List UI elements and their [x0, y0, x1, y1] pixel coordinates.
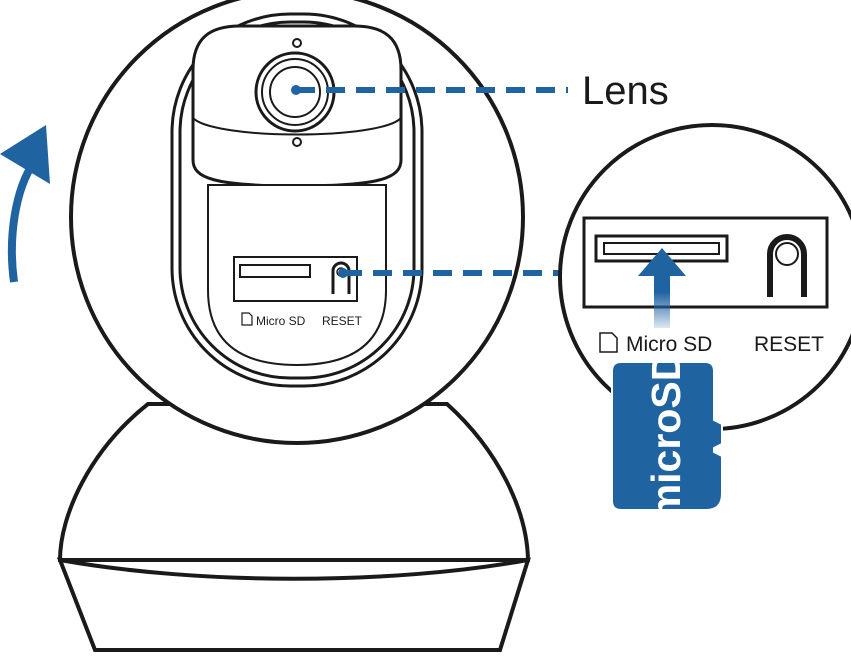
camera-head: Micro SD RESET — [69, 0, 525, 445]
microsd-card-text: microSD — [643, 352, 689, 521]
lens-label: Lens — [582, 69, 669, 113]
camera-base — [56, 402, 531, 652]
reset-callout — [338, 268, 572, 278]
zoom-detail: Micro SD RESET — [558, 123, 851, 431]
reset-label-small: RESET — [322, 314, 363, 328]
port-panel-small — [233, 256, 358, 302]
micro-sd-label-small: Micro SD — [256, 314, 306, 328]
reset-label-zoom: RESET — [754, 333, 824, 356]
lens-callout: Lens — [291, 69, 669, 113]
microsd-card: microSD — [611, 352, 723, 521]
micro-sd-label-zoom: Micro SD — [626, 333, 712, 356]
reset-button-zoom — [767, 234, 807, 297]
sd-card-icon — [599, 332, 618, 353]
sd-card-icon — [241, 312, 253, 326]
rotate-arrow-icon — [0, 125, 50, 283]
insert-arrow-icon — [638, 248, 686, 328]
